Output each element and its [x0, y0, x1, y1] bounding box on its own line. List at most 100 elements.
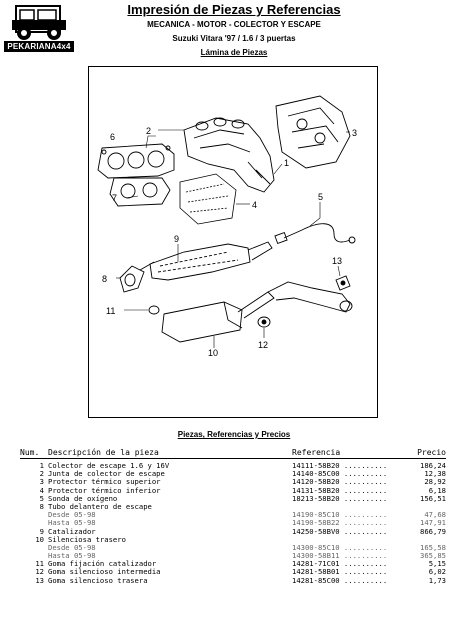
part-reference: 14281-85C00 .......... — [292, 575, 388, 585]
callout-9: 9 — [174, 234, 179, 244]
part-description: Catalizador — [48, 526, 96, 536]
callout-8: 8 — [102, 274, 107, 284]
part-3-heat-shield — [275, 95, 351, 169]
callout-13: 13 — [332, 256, 342, 266]
part-price: 156,51 — [420, 493, 446, 503]
part-number: 3 — [39, 477, 44, 487]
part-price: 47,68 — [424, 510, 446, 520]
page-title: Impresión de Piezas y Referencias — [127, 2, 341, 17]
part-reference: 14300-85C10 .......... — [292, 542, 388, 552]
part-number: 13 — [35, 575, 44, 585]
diagram-frame — [88, 66, 378, 418]
exhaust-parts-diagram: 6 2 3 1 4 5 7 8 9 11 10 12 13 — [97, 95, 357, 358]
part-price: 5,15 — [428, 559, 446, 569]
header-divider — [20, 458, 446, 459]
part-price: 147,91 — [420, 518, 446, 528]
part-number: 5 — [39, 493, 44, 503]
column-header-num: Num. — [20, 448, 40, 457]
table-row: 8 Tubo delantero de escape — [20, 501, 446, 511]
part-reference: 14140-85C00 .......... — [292, 469, 388, 479]
part-10-muffler — [161, 281, 353, 343]
part-reference: 14300-58B11 .......... — [292, 551, 388, 561]
part-number: 12 — [35, 567, 44, 577]
logo-text: PEKARIANA4x4 — [4, 41, 74, 52]
column-header-price: Precio — [417, 448, 446, 457]
part-price: 1,73 — [428, 575, 446, 585]
part-reference: 14120-58B20 .......... — [292, 477, 388, 487]
part-price: 12,38 — [424, 469, 446, 479]
part-description: Sonda de oxígeno — [48, 493, 118, 503]
part-description: Tubo delantero de escape — [48, 501, 152, 511]
callout-3: 3 — [352, 128, 357, 138]
part-price: 365,85 — [420, 551, 446, 561]
part-number: 4 — [39, 485, 44, 495]
page-subtitle-vehicle: Suzuki Vitara '97 / 1.6 / 3 puertas — [172, 34, 296, 43]
table-row: 2 Junta de colector de escape 14140-85C00 … — [20, 469, 446, 479]
part-6-gasket — [97, 143, 175, 179]
callout-labels: 6 2 3 1 4 5 7 8 9 11 10 12 13 — [102, 126, 357, 358]
leader-lines — [116, 129, 350, 348]
part-13-rubber — [335, 275, 351, 291]
part-5-oxygen-sensor — [274, 223, 356, 245]
table-row: Hasta 05-98 14190-58B22 .......... 147,91 — [20, 519, 446, 527]
part-description: Colector de escape 1.6 y 16V — [48, 461, 170, 470]
part-price: 6,18 — [428, 485, 446, 495]
table-row: 5 Sonda de oxígeno 18213-58B20 .......... 1… — [20, 493, 446, 503]
callout-12: 12 — [258, 340, 268, 350]
part-reference: 14190-58B22 .......... — [292, 518, 388, 528]
part-description: Goma silencioso trasera — [48, 575, 148, 585]
part-price: 165,58 — [420, 542, 446, 552]
part-description: Protector térmico superior — [48, 477, 161, 487]
part-reference: 14111-58B20 .......... — [292, 461, 388, 470]
callout-10: 10 — [208, 348, 218, 358]
callout-5: 5 — [318, 192, 323, 202]
callout-7: 7 — [112, 193, 117, 203]
table-row: 12 Goma silencioso intermedia 14281-58B01 … — [20, 568, 446, 576]
table-row: 13 Goma silencioso trasera 14281-85C00 ...… — [20, 575, 446, 585]
part-description: Goma fijación catalizador — [48, 559, 157, 569]
part-number: 1 — [39, 461, 44, 470]
part-description: Hasta 05-98 — [48, 551, 96, 561]
callout-1: 1 — [284, 158, 289, 168]
page-subtitle-category: MECANICA - MOTOR - COLECTOR Y ESCAPE — [147, 20, 321, 29]
part-price: 6,02 — [428, 567, 446, 577]
part-number: 9 — [39, 526, 44, 536]
part-number: 2 — [39, 469, 44, 479]
part-number: 8 — [39, 501, 44, 511]
logo: PEKARIANA4x4 — [4, 2, 86, 52]
column-header-ref: Referencia — [292, 448, 341, 457]
part-description: Hasta 05-98 — [48, 518, 96, 528]
part-description: Junta de colector de escape — [48, 469, 165, 479]
callout-11: 11 — [106, 306, 115, 316]
column-header-desc: Descripción de la pieza — [48, 448, 159, 457]
diagram-section-label: Lámina de Piezas — [200, 48, 268, 57]
part-description: Goma silencioso intermedia — [48, 567, 161, 577]
table-row: 9 Catalizador 14250-58BV0 .......... 866,79 — [20, 526, 446, 536]
part-7-gasket — [109, 177, 171, 207]
part-price: 866,79 — [420, 526, 446, 536]
part-reference: 14281-71C01 .......... — [292, 559, 388, 569]
table-row: 1 Colector de escape 1.6 y 16V 14111-58B20… — [20, 461, 446, 470]
part-reference: 14190-85C10 .......... — [292, 510, 388, 520]
part-reference: 14281-58B01 .......... — [292, 567, 388, 577]
part-price: 28,92 — [424, 477, 446, 487]
part-4-heat-shield — [179, 173, 237, 225]
part-reference: 14131-58B20 .......... — [292, 485, 388, 495]
part-price: 186,24 — [420, 461, 446, 470]
jeep-logo-icon — [12, 5, 66, 40]
part-8-front-pipe — [119, 261, 155, 293]
part-reference: 14250-58BV0 .......... — [292, 526, 388, 536]
table-row: Hasta 05-98 14300-58B11 .......... 365,85 — [20, 551, 446, 561]
parts-table: 1 Colector de escape 1.6 y 16V 14111-58B20… — [20, 461, 446, 585]
callout-2: 2 — [146, 126, 151, 136]
part-9-catalyst — [149, 241, 273, 281]
callout-6: 6 — [110, 132, 115, 142]
table-row: 3 Protector térmico superior 14120-58B20 .… — [20, 478, 446, 486]
part-description: Silenciosa trasero — [48, 534, 126, 544]
part-reference: 18213-58B20 .......... — [292, 493, 388, 503]
